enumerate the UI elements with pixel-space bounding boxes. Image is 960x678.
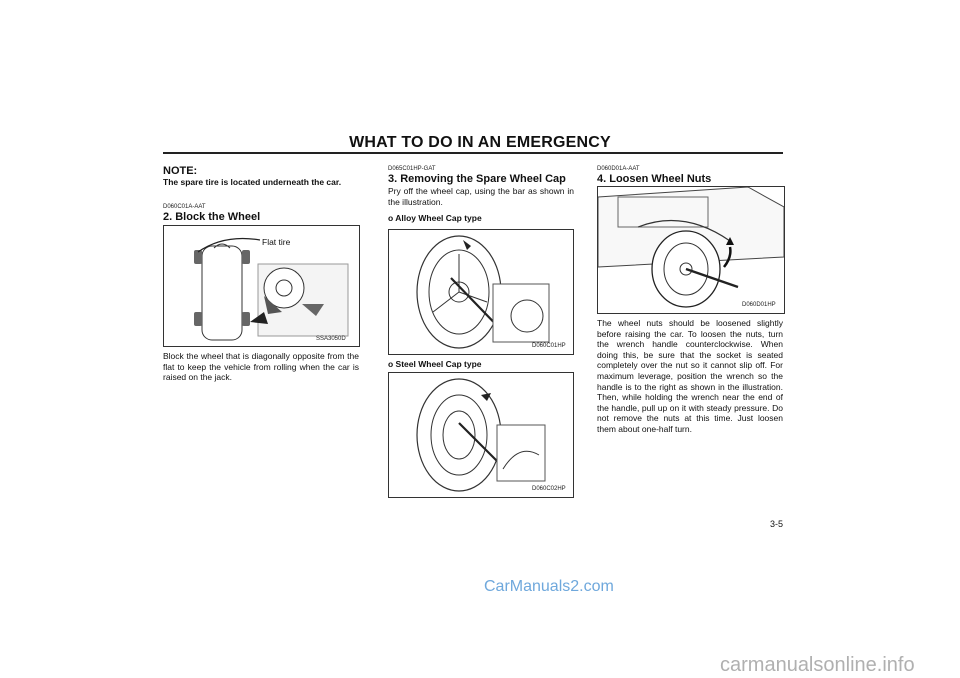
alloy-wheel-cap-illustration [388,229,574,355]
section-title: 3. Removing the Spare Wheel Cap [388,173,566,185]
bullet-alloy-cap: o Alloy Wheel Cap type [388,213,482,223]
section-title: 4. Loosen Wheel Nuts [597,173,712,185]
section-body: Pry off the wheel cap, using the bar as … [388,186,574,207]
watermark-carmanualsonline: carmanualsonline.info [720,654,915,676]
block-wheel-illustration [163,225,360,347]
section-title: 2. Block the Wheel [163,211,261,223]
note-text: The spare tire is located underneath the… [163,177,342,187]
section-body: The wheel nuts should be loosened slight… [597,318,783,434]
note-title: NOTE: [163,165,198,177]
page-title: WHAT TO DO IN AN EMERGENCY [349,134,611,151]
header-divider [163,152,783,154]
figure-code: D060C01HP [532,343,566,349]
bullet-steel-cap: o Steel Wheel Cap type [388,359,482,369]
loosen-wheel-nuts-illustration [597,186,785,314]
figure-code: SSA3050D [316,336,346,342]
section-code: D065C01HP-GAT [388,166,436,172]
flat-tire-label: Flat tire [262,237,291,247]
figure-code: D060D01HP [742,302,776,308]
section-body: Block the wheel that is diagonally oppos… [163,351,359,383]
section-code: D060D01A-AAT [597,166,640,172]
watermark-carmanuals2: CarManuals2.com [484,578,614,595]
section-code: D060C01A-AAT [163,204,206,210]
steel-wheel-cap-illustration [388,372,574,498]
figure-code: D060C02HP [532,486,566,492]
page-number: 3-5 [770,519,784,529]
